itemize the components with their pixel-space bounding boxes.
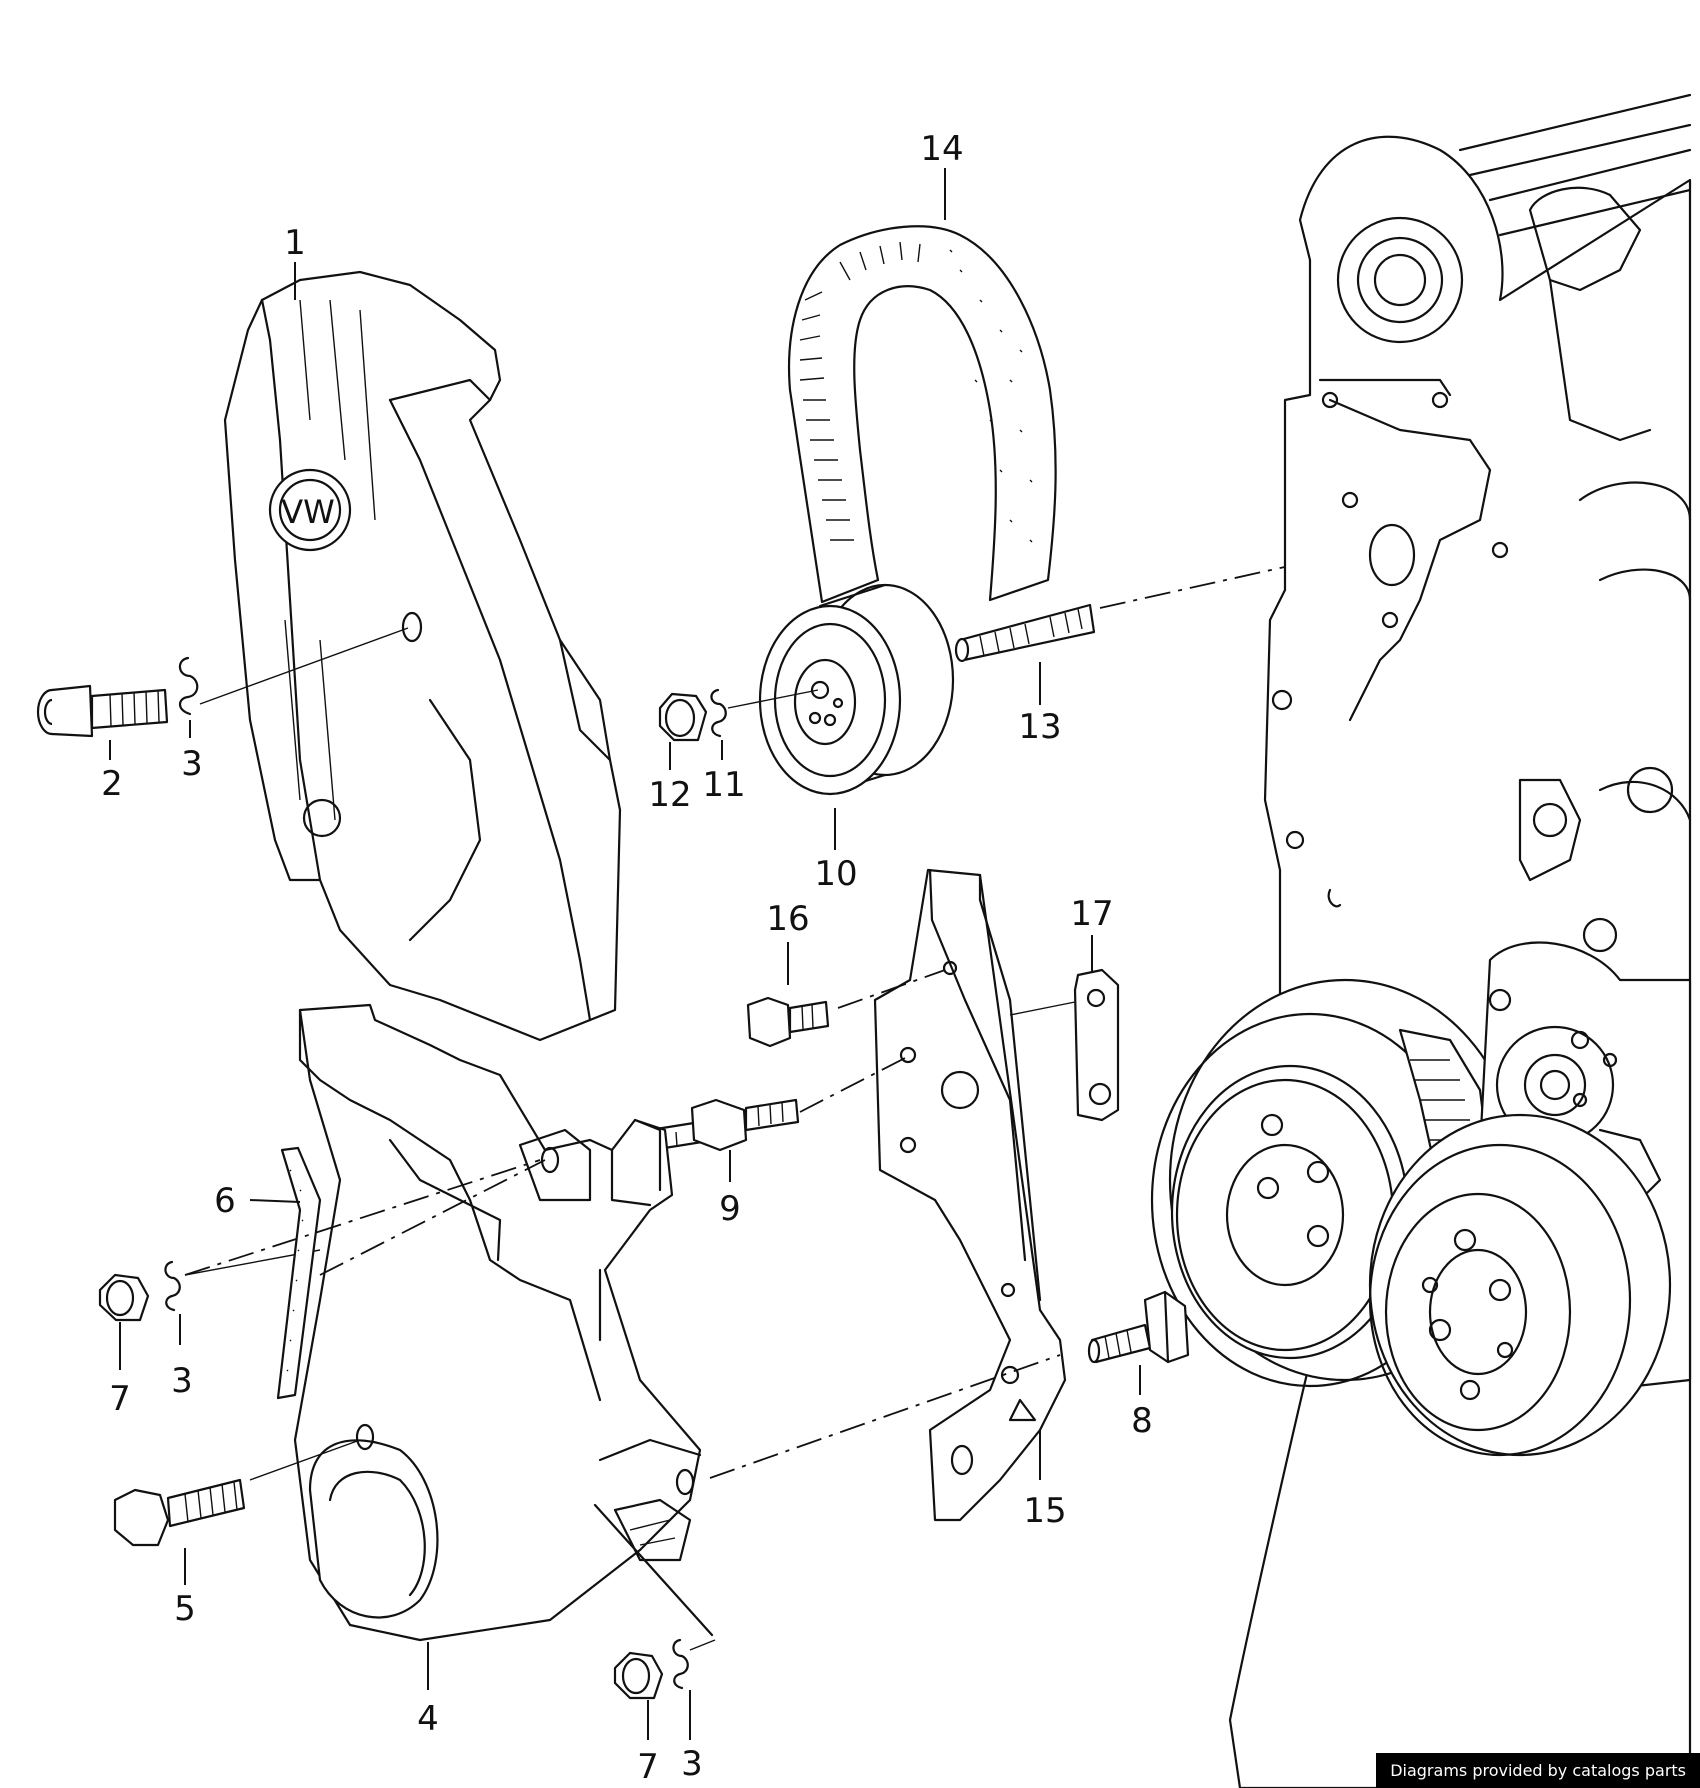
stud-13 [954,603,1096,663]
callout-3: 3 [181,744,203,784]
diagram-credit-badge: Diagrams provided by catalogs parts [1376,1753,1700,1788]
stud-9 [645,1098,800,1152]
callout-3: 3 [171,1361,193,1401]
callout-7: 7 [637,1747,659,1787]
upper-timing-belt-cover: VW [223,270,622,1042]
callout-15: 15 [1023,1491,1066,1531]
nut-7-bottom [613,1651,664,1700]
timing-belt [787,225,1057,604]
plate-17 [1073,968,1120,1122]
callout-6: 6 [214,1181,236,1221]
washer-3-top [178,656,199,716]
callout-17: 17 [1070,894,1113,934]
bolt-8 [1087,1290,1190,1364]
secondary-pulley [1368,1113,1672,1457]
vw-logo-text: VW [281,493,335,531]
callout-16: 16 [766,899,809,939]
bolt-2 [36,684,169,738]
nut-7-left [98,1273,150,1322]
callout-9: 9 [719,1189,741,1229]
nut-12 [658,692,708,742]
callout-12: 12 [648,775,691,815]
callout-4: 4 [417,1699,439,1739]
callout-1: 1 [284,223,306,263]
callout-7: 7 [109,1379,131,1419]
bolt-16 [746,996,830,1048]
lower-timing-belt-cover [293,1003,714,1642]
bolt-5 [113,1478,246,1547]
callout-13: 13 [1018,707,1061,747]
callout-10: 10 [814,854,857,894]
washer-3-left [164,1260,181,1312]
engine-block [1228,93,1692,1788]
tensioner-pulley [758,583,955,796]
callout-2: 2 [101,764,123,804]
callout-14: 14 [920,129,963,169]
callout-3: 3 [681,1744,703,1784]
callout-11: 11 [702,765,745,805]
callout-8: 8 [1131,1401,1153,1441]
gasket-strip-6 [276,1146,322,1400]
callout-5: 5 [174,1589,196,1629]
bracket-15 [873,868,1067,1522]
washer-3-bottom [672,1638,689,1690]
washer-11 [710,688,727,738]
